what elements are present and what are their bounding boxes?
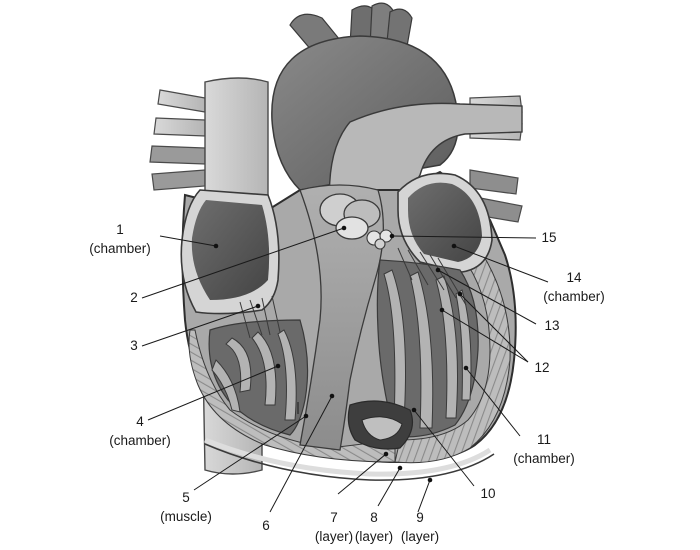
leader-1 [159, 235, 217, 247]
leader-15 [391, 235, 537, 239]
pulmonary-veins-right [149, 89, 206, 191]
leader-dot-10 [411, 407, 417, 413]
label-9-number: 9 [416, 510, 424, 525]
pulmonary-valve [366, 229, 393, 250]
leader-dot-12b [457, 291, 463, 297]
leader-12b [459, 293, 529, 363]
label-10-number: 10 [480, 486, 495, 501]
label-4-number: 4 [136, 414, 144, 429]
label-11-number: 11 [537, 432, 551, 447]
label-5-sub: (muscle) [160, 509, 212, 524]
label-4-sub: (chamber) [109, 433, 171, 448]
apex-fold [361, 416, 403, 441]
left-ventricle-trabeculae [383, 269, 472, 429]
label-13-number: 13 [544, 318, 559, 333]
label-8-number: 8 [370, 510, 378, 525]
leader-dot-15 [389, 233, 395, 239]
leader-14 [453, 245, 549, 283]
leader-13 [437, 269, 537, 325]
label-14-number: 14 [566, 270, 582, 285]
leader-dot-5 [303, 413, 309, 419]
leader-dot-7 [383, 451, 389, 457]
label-9-sub: (layer) [401, 529, 439, 544]
septum [299, 184, 384, 451]
label-7-sub: (layer) [315, 529, 353, 544]
label-2-number: 2 [130, 290, 138, 305]
label-1-number: 1 [116, 222, 124, 237]
leader-dot-8 [397, 465, 403, 471]
label-15-number: 15 [541, 230, 556, 245]
leader-6 [269, 395, 333, 513]
labels: 1 (chamber) 2 3 4 (chamber) 5 (muscle) 6… [89, 222, 605, 544]
leader-5 [193, 415, 307, 491]
leader-dot-1 [213, 243, 219, 249]
leader-dot-2 [341, 225, 347, 231]
leader-dot-11 [463, 365, 469, 371]
leader-dot-14 [451, 243, 457, 249]
right-ventricle-trabeculae [211, 329, 297, 421]
label-14-sub: (chamber) [543, 289, 605, 304]
leader-dot-3 [255, 303, 261, 309]
mitral-chordae [397, 247, 467, 306]
label-7-number: 7 [330, 510, 338, 525]
leader-dot-13 [435, 267, 441, 273]
leader-4 [147, 365, 279, 421]
leader-dot-4 [275, 363, 281, 369]
label-11-sub: (chamber) [513, 451, 575, 466]
label-5-number: 5 [182, 490, 190, 505]
label-3-number: 3 [130, 338, 138, 353]
leader-10 [413, 409, 475, 487]
pulmonary-trunk [328, 102, 523, 211]
label-6-number: 6 [262, 518, 270, 533]
label-1-sub: (chamber) [89, 241, 151, 256]
leader-11 [465, 367, 521, 437]
left-atrium-inner [408, 182, 482, 262]
pericardium-rim [204, 437, 492, 477]
leader-3 [141, 305, 259, 347]
leader-8 [377, 467, 401, 507]
label-12-number: 12 [534, 360, 549, 375]
label-8-sub: (layer) [355, 529, 393, 544]
right-atrium-inner [191, 200, 270, 300]
aortic-valve [319, 193, 381, 240]
leader-7 [337, 453, 387, 495]
leader-dot-9 [427, 477, 433, 483]
pericardium-edge [204, 443, 495, 481]
leader-9 [417, 479, 431, 513]
right-ventricle-wall [188, 329, 396, 463]
leader-2 [141, 227, 345, 299]
leader-dot-6 [329, 393, 335, 399]
tricuspid-chordae [239, 295, 281, 339]
superior-vena-cava [204, 77, 269, 216]
leader-dot-12a [439, 307, 445, 313]
leader-12a [441, 309, 529, 363]
leader-lines [141, 225, 549, 513]
